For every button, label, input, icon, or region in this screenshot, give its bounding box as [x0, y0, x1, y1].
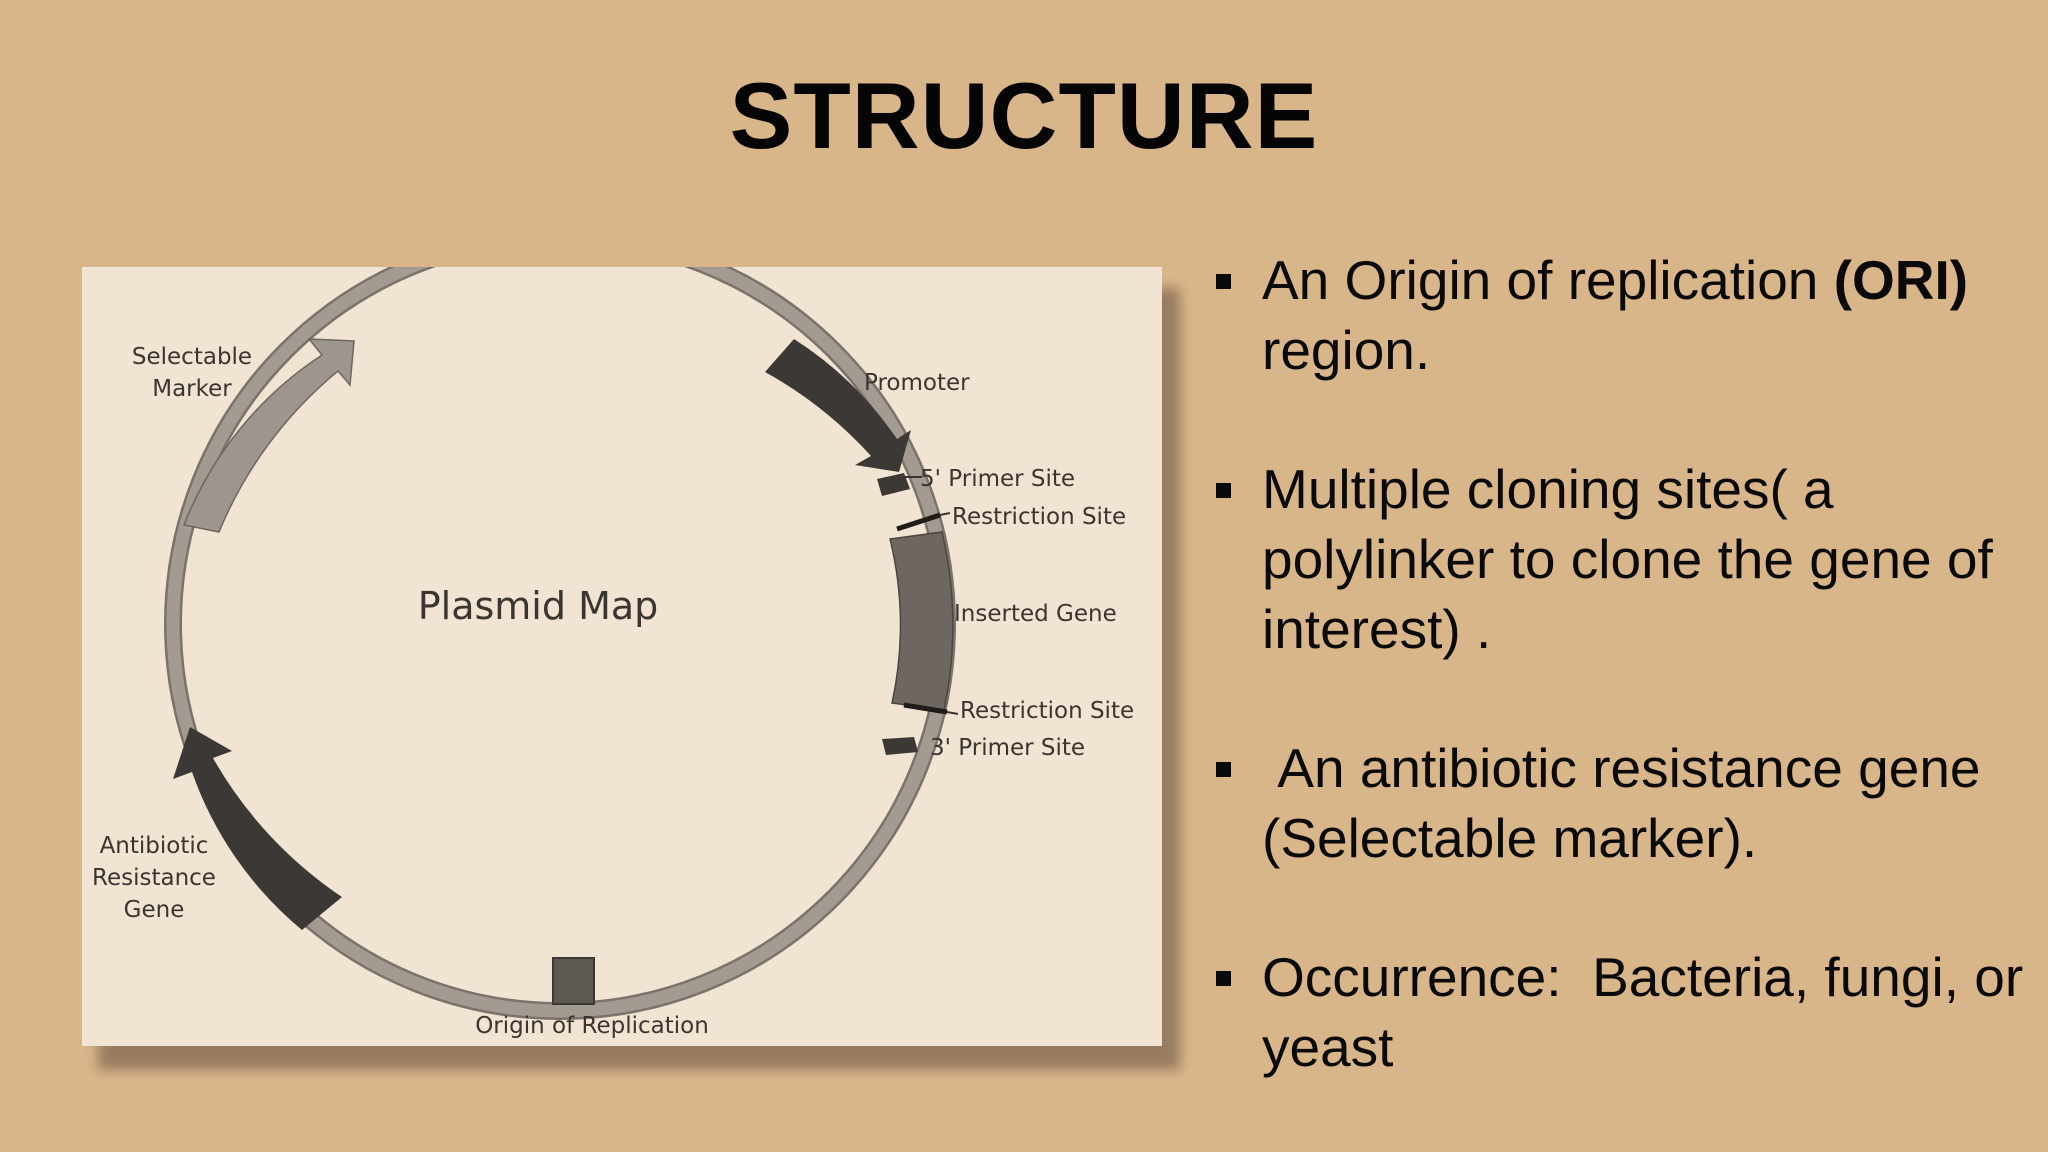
label-inserted-gene: Inserted Gene [954, 601, 1117, 627]
selectable-marker-segment [182, 338, 355, 533]
inserted-gene-segment [889, 531, 954, 711]
restriction-site-top-mark [896, 512, 941, 532]
label-antibiotic-resistance-line1: Antibiotic [100, 833, 209, 859]
bullet-antibiotic-text: An antibiotic resistance gene (Selectabl… [1262, 737, 1996, 869]
bullet-cloning-sites-text: Multiple cloning sites( a polylinker to … [1262, 458, 1993, 660]
origin-of-replication-box [552, 957, 595, 1005]
restriction-site-top-leader [939, 512, 951, 516]
center-label: Plasmid Map [418, 584, 659, 628]
label-selectable-marker-line1: Selectable [132, 344, 252, 370]
bullet-ori-text: An Origin of replication [1262, 249, 1834, 311]
bullet-ori-after: region. [1262, 319, 1431, 381]
label-restriction-site-top: Restriction Site [952, 504, 1126, 530]
label-origin-of-replication: Origin of Replication [475, 1013, 709, 1039]
label-selectable-marker-line2: Marker [152, 376, 232, 402]
label-primer-5: 5' Primer Site [920, 466, 1075, 492]
label-promoter: Promoter [864, 370, 970, 396]
primer-3-site [882, 737, 918, 755]
restriction-site-bottom-mark [903, 702, 948, 715]
label-primer-3: 3' Primer Site [930, 735, 1085, 761]
bullet-marker [1216, 762, 1231, 777]
bullet-ori: An Origin of replication (ORI) region. [1210, 245, 2040, 385]
bullet-marker [1216, 274, 1231, 289]
label-antibiotic-resistance-line2: Resistance [92, 865, 216, 891]
bullet-occurrence: Occurrence: Bacteria, fungi, or yeast [1210, 942, 2040, 1082]
promoter-segment [765, 339, 911, 472]
restriction-site-bottom-leader [946, 711, 959, 715]
plasmid-map-diagram: Plasmid Map Selectable Marker Promoter 5… [92, 267, 1134, 1039]
bullet-ori-bold: (ORI) [1833, 249, 1969, 311]
bullet-list: An Origin of replication (ORI) region. M… [1210, 245, 2040, 1082]
bullet-antibiotic: An antibiotic resistance gene (Selectabl… [1210, 733, 2040, 873]
slide-title: STRUCTURE [729, 63, 1319, 168]
plasmid-map-figure: Plasmid Map Selectable Marker Promoter 5… [82, 267, 1162, 1046]
bullet-marker [1216, 483, 1231, 498]
bullet-cloning-sites: Multiple cloning sites( a polylinker to … [1210, 454, 2040, 664]
antibiotic-resistance-segment [173, 727, 342, 930]
primer-5-site [877, 473, 910, 496]
label-restriction-site-bottom: Restriction Site [960, 698, 1134, 724]
bullet-occurrence-text: Occurrence: Bacteria, fungi, or yeast [1262, 946, 2039, 1078]
bullet-marker [1216, 971, 1231, 986]
label-antibiotic-resistance-line3: Gene [124, 897, 185, 923]
